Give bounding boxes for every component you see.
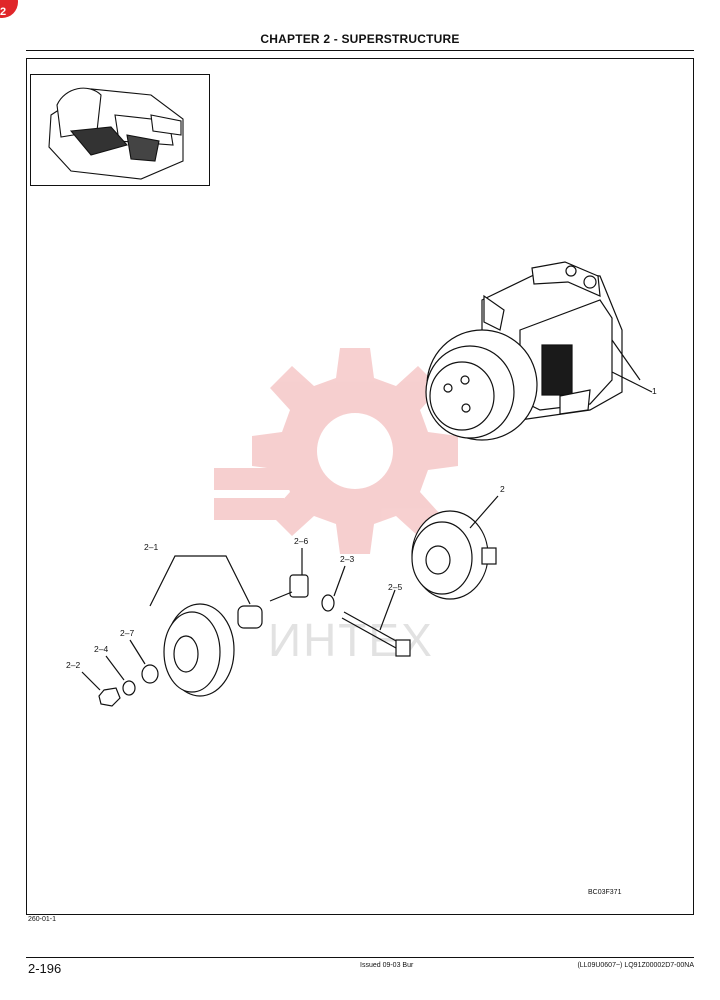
bolt-2-5 (341, 589, 411, 657)
watermark-gear-icon (214, 348, 458, 554)
locator-inset (30, 74, 210, 186)
callout-2-1: 2–1 (144, 542, 158, 552)
issue-date: Issued 09-03 Bur (360, 962, 414, 969)
chapter-badge-label: 2 (0, 6, 7, 18)
pulley-assembly-2-1 (149, 555, 263, 697)
callout-2-3: 2–3 (340, 554, 354, 564)
page-header-title: CHAPTER 2 - SUPERSTRUCTURE (260, 32, 460, 46)
nut-2-4 (105, 655, 136, 696)
machine-locator-icon (48, 87, 184, 180)
washer-2-7 (129, 639, 159, 684)
document-code: (LL09U0607~) LQ91Z00002D7-00NA (577, 962, 694, 969)
washer-2-3 (321, 565, 346, 612)
callout-2-7: 2–7 (120, 628, 134, 638)
nut-2-2 (81, 671, 121, 707)
page-number: 2-196 (28, 961, 62, 976)
callout-1: 1 (652, 386, 657, 396)
header-rule (26, 50, 694, 51)
callout-2-4: 2–4 (94, 644, 108, 654)
pulley-part-2 (411, 495, 499, 600)
figure-code: BC03F371 (588, 889, 622, 896)
illustration-frame (26, 58, 694, 915)
callout-2-5: 2–5 (388, 582, 402, 592)
callout-2-2: 2–2 (66, 660, 80, 670)
callout-2: 2 (500, 484, 505, 494)
compressor-drawing (425, 261, 653, 441)
section-reference: 260-01-1 (28, 916, 57, 923)
callout-2-6: 2–6 (294, 536, 308, 546)
bolt-2-6 (269, 548, 309, 602)
footer-rule (26, 957, 694, 958)
